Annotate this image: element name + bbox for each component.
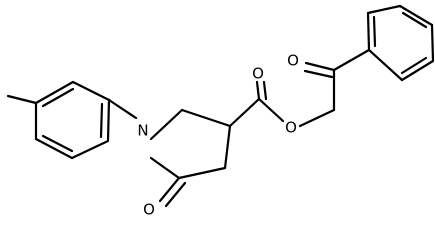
- bond-ring-b-2: [366, 4, 402, 15]
- bond-n-c2: [149, 108, 184, 141]
- bond-ring-a-4: [70, 139, 110, 160]
- bond-ccarbonyl-o-single: [257, 97, 285, 123]
- atom-label-o-ester: O: [285, 119, 297, 137]
- bond-ring-b-5: [400, 59, 435, 82]
- bond-c3-ccarbonyl: [228, 97, 261, 128]
- bond-c5-o-lactam-1: [158, 176, 181, 203]
- bond-ring-a-inner-1: [41, 87, 75, 108]
- atom-label-o-ester-carbonyl: O: [252, 65, 264, 83]
- bond-ring-a-3: [106, 98, 111, 143]
- atom-label-o-ketone: O: [287, 52, 299, 70]
- bond-aryl-n: [107, 98, 138, 120]
- bond-c3-c4: [223, 124, 232, 170]
- bond-ring-b-6: [367, 48, 404, 82]
- bond-ring-a-1: [34, 80, 75, 105]
- atom-label-o-lactam: O: [143, 201, 155, 219]
- bond-ring-a-5: [34, 137, 74, 160]
- bond-ring-b-inner-1: [372, 15, 377, 48]
- bond-ring-a-inner-2: [99, 102, 104, 139]
- bond-methyl: [6, 94, 38, 105]
- bond-ring-b-4: [430, 23, 435, 63]
- bond-ring-b-3: [398, 4, 434, 27]
- bond-ring-a-2: [71, 80, 111, 102]
- bond-ring-b-1: [366, 11, 371, 52]
- molecule-canvas: N O O O O: [6, 4, 435, 219]
- bond-cketone-o-2: [303, 69, 334, 79]
- bond-ring-b-inner-2: [401, 11, 428, 29]
- bond-ring-a-inner-3: [41, 134, 74, 153]
- bond-c2-c3: [180, 108, 232, 128]
- molecule-diagram: N O O O O: [6, 4, 435, 219]
- bond-c5-o-lactam-2: [164, 181, 187, 208]
- bond-cketone-phenyl: [332, 48, 371, 72]
- bond-ccarbonyl-o-double-1: [255, 80, 261, 101]
- atom-label-n: N: [137, 122, 148, 140]
- bond-ccarbonyl-o-double-2: [262, 80, 268, 101]
- bond-ring-b-inner-3: [400, 56, 428, 75]
- bond-cketone-o-1: [304, 61, 336, 72]
- bond-c4-c5: [177, 166, 227, 180]
- bond-o-ch2: [298, 108, 336, 128]
- bond-c5-n: [149, 156, 181, 180]
